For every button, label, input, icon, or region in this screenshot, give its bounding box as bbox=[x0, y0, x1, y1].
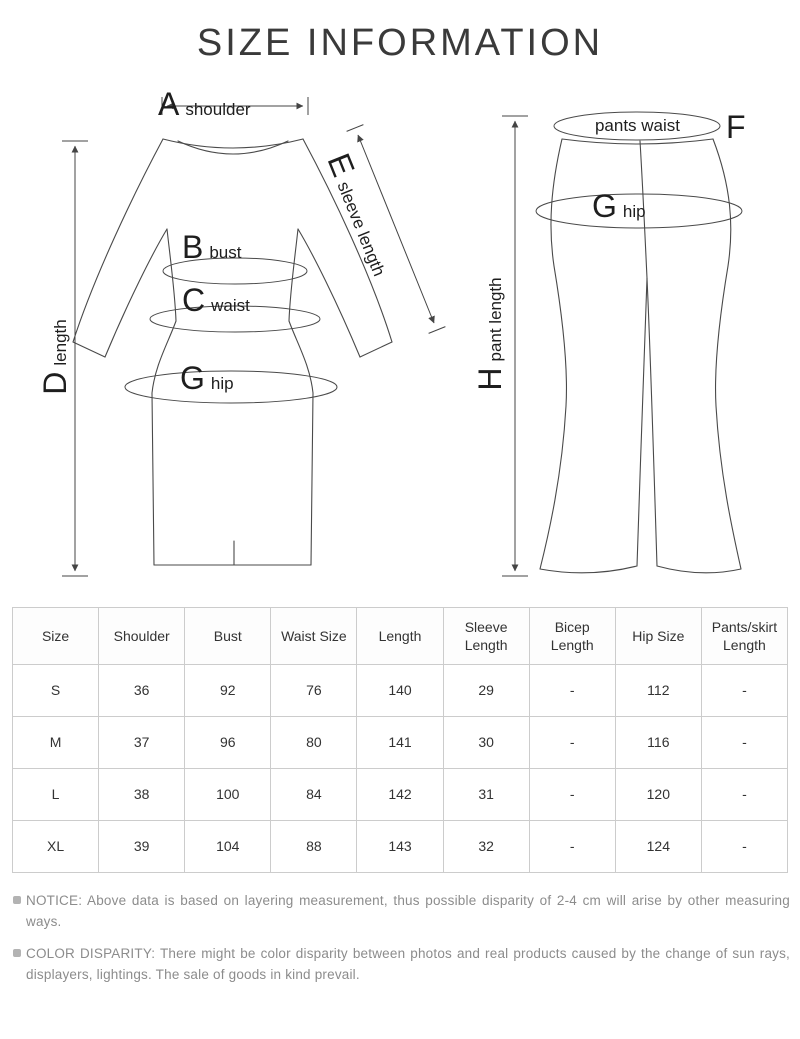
table-cell: - bbox=[700, 664, 789, 717]
table-cell: - bbox=[700, 716, 789, 769]
measure-letter-h: H bbox=[472, 367, 508, 391]
table-cell: - bbox=[528, 768, 616, 821]
measure-letter-g-dress: G bbox=[180, 360, 205, 396]
table-row: M 37 96 80 141 30 - 116 - bbox=[11, 716, 789, 769]
measure-word-bust: bust bbox=[209, 243, 242, 262]
table-cell: - bbox=[528, 716, 616, 769]
pants-outline bbox=[539, 138, 742, 574]
table-cell: 32 bbox=[442, 820, 530, 873]
table-row: XL 39 104 88 143 32 - 124 - bbox=[11, 820, 789, 873]
bullet-icon bbox=[13, 896, 21, 904]
table-cell: 31 bbox=[442, 768, 530, 821]
table-cell: 142 bbox=[356, 768, 444, 821]
table-cell: 37 bbox=[98, 716, 186, 769]
table-cell: 88 bbox=[270, 820, 358, 873]
waist-measure-label: C waist bbox=[182, 284, 250, 316]
table-cell: 140 bbox=[356, 664, 444, 717]
pants-hip-measure-label: G hip bbox=[592, 190, 646, 222]
table-row: S 36 92 76 140 29 - 112 - bbox=[11, 664, 789, 717]
page-title: SIZE INFORMATION bbox=[196, 22, 604, 64]
notes-section: NOTICE: Above data is based on layering … bbox=[0, 891, 790, 986]
table-header-cell: Size bbox=[11, 607, 100, 665]
measure-word-hip-dress: hip bbox=[210, 374, 234, 393]
table-header-cell: Hip Size bbox=[614, 607, 702, 665]
table-cell: 38 bbox=[98, 768, 186, 821]
table-cell: 104 bbox=[184, 820, 272, 873]
measure-letter-d: D bbox=[37, 371, 73, 395]
measure-word-length: length bbox=[51, 319, 70, 366]
table-cell: - bbox=[700, 768, 789, 821]
bust-measure-label: B bust bbox=[182, 231, 241, 263]
size-table: Size Shoulder Bust Waist Size Length Sle… bbox=[11, 607, 789, 873]
measure-letter-c: C bbox=[182, 282, 206, 318]
measure-word-waist: waist bbox=[211, 296, 250, 315]
note-label: COLOR DISPARITY: bbox=[26, 945, 156, 961]
color-disparity-note: COLOR DISPARITY: There might be color di… bbox=[0, 944, 790, 986]
measure-word-shoulder: shoulder bbox=[185, 100, 251, 119]
pants-waist-letter-label: F bbox=[726, 111, 746, 143]
table-header-cell: Sleeve Length bbox=[442, 607, 530, 665]
measurement-lines bbox=[62, 97, 528, 577]
table-cell: 29 bbox=[442, 664, 530, 717]
shoulder-measure-label: A shoulder bbox=[158, 88, 251, 120]
table-cell: 96 bbox=[184, 716, 272, 769]
measure-letter-f: F bbox=[726, 109, 746, 145]
table-cell: 36 bbox=[98, 664, 186, 717]
table-cell: 76 bbox=[270, 664, 358, 717]
pant-length-measure-label: H pant length bbox=[472, 269, 508, 399]
pants-measure-ellipses bbox=[535, 111, 743, 229]
table-cell: 112 bbox=[614, 664, 702, 717]
length-measure-label: D length bbox=[37, 307, 73, 407]
table-cell: 141 bbox=[356, 716, 444, 769]
pants-waist-measure-label: pants waist bbox=[565, 117, 710, 134]
table-cell: 39 bbox=[98, 820, 186, 873]
table-cell: 92 bbox=[184, 664, 272, 717]
table-cell: 84 bbox=[270, 768, 358, 821]
table-header-cell: Length bbox=[356, 607, 444, 665]
bullet-icon bbox=[13, 948, 21, 957]
table-header-cell: Bust bbox=[184, 607, 272, 665]
table-cell: 120 bbox=[614, 768, 702, 821]
table-cell: S bbox=[11, 664, 100, 717]
note-text: There might be color disparity between p… bbox=[26, 945, 790, 982]
table-cell: L bbox=[11, 768, 100, 821]
garment-drawing bbox=[62, 97, 743, 577]
size-diagram: A shoulder B bust C waist G hip D length… bbox=[0, 71, 800, 599]
table-header-row: Size Shoulder Bust Waist Size Length Sle… bbox=[11, 607, 789, 665]
note-label: NOTICE: bbox=[26, 893, 83, 908]
table-header-cell: Pants/skirt Length bbox=[700, 607, 789, 665]
table-cell: 30 bbox=[442, 716, 530, 769]
measure-letter-g-pants: G bbox=[592, 188, 617, 224]
table-cell: - bbox=[700, 820, 789, 873]
table-cell: 116 bbox=[614, 716, 702, 769]
table-cell: 143 bbox=[356, 820, 444, 873]
dress-outline bbox=[72, 138, 393, 566]
table-cell: 100 bbox=[184, 768, 272, 821]
table-row: L 38 100 84 142 31 - 120 - bbox=[11, 768, 789, 821]
table-cell: - bbox=[528, 664, 616, 717]
table-cell: 80 bbox=[270, 716, 358, 769]
dress-measure-ellipses bbox=[124, 257, 338, 404]
measure-word-pant-length: pant length bbox=[486, 277, 505, 362]
table-cell: M bbox=[11, 716, 100, 769]
measure-letter-a: A bbox=[158, 86, 180, 122]
table-header-cell: Waist Size bbox=[270, 607, 358, 665]
measure-word-pants-waist: pants waist bbox=[594, 116, 681, 135]
note-text: Above data is based on layering measurem… bbox=[26, 893, 790, 929]
table-cell: 124 bbox=[614, 820, 702, 873]
table-header-cell: Shoulder bbox=[98, 607, 186, 665]
table-header-cell: Bicep Length bbox=[528, 607, 616, 665]
notice-note: NOTICE: Above data is based on layering … bbox=[0, 891, 790, 933]
dress-hip-measure-label: G hip bbox=[180, 362, 234, 394]
table-cell: XL bbox=[11, 820, 100, 873]
measure-word-hip-pants: hip bbox=[622, 202, 646, 221]
measure-letter-b: B bbox=[182, 229, 204, 265]
table-cell: - bbox=[528, 820, 616, 873]
